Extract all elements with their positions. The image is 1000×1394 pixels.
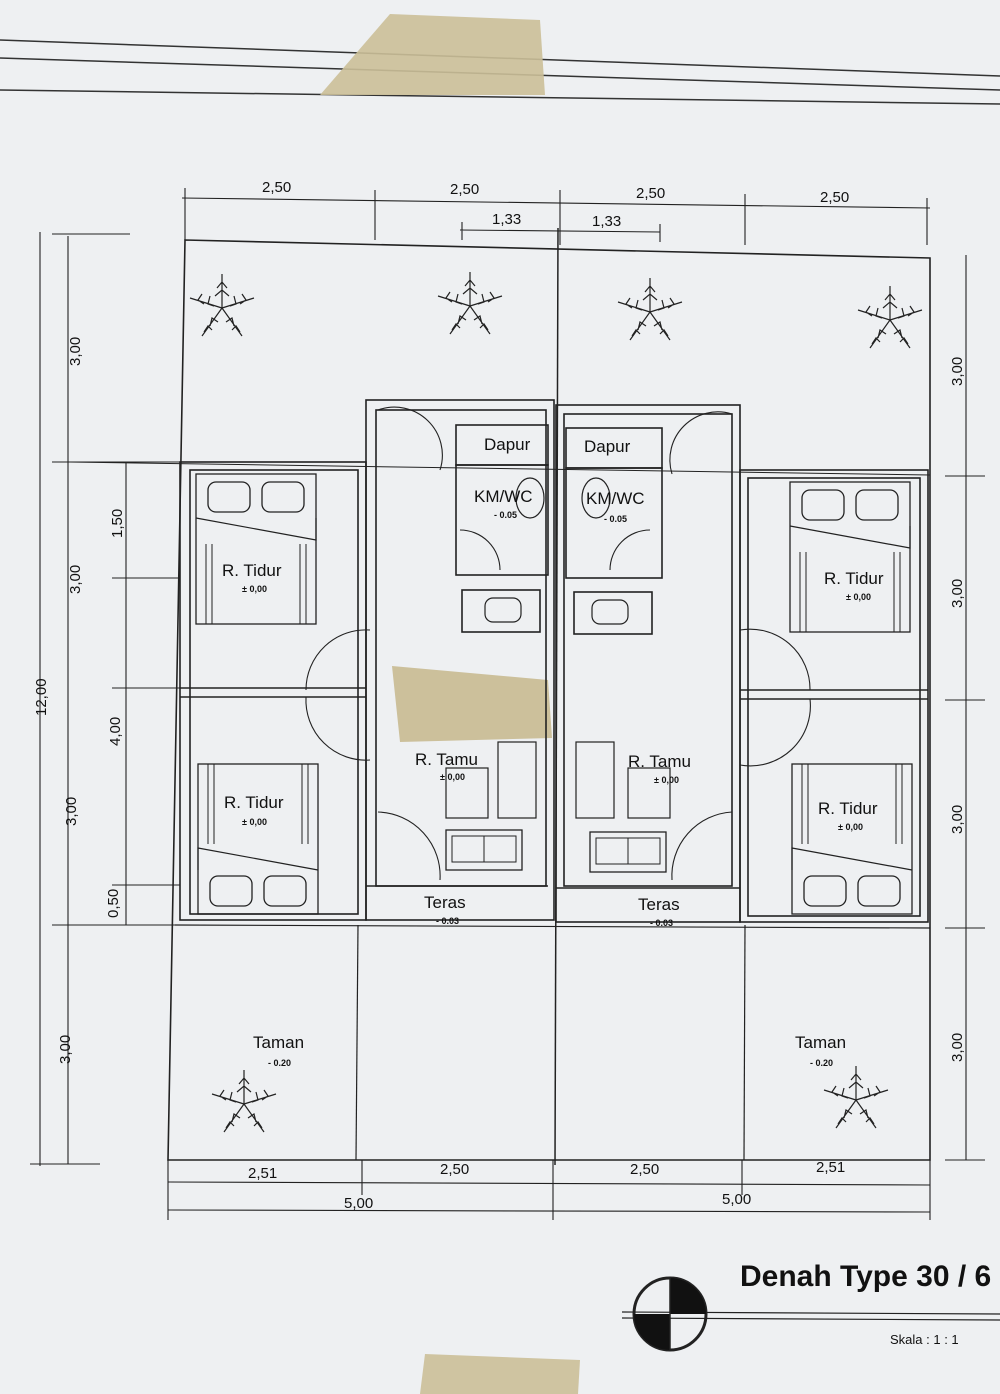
level-tidur-top-left: ± 0,00: [242, 584, 267, 594]
tape-bottom: [420, 1354, 580, 1394]
north-arrow-icon: [632, 1276, 708, 1352]
level-tamu-left: ± 0,00: [440, 772, 465, 782]
dim-bottom-total-1: 5,00: [344, 1195, 373, 1212]
drawing-title: Denah Type 30 / 6: [740, 1260, 991, 1293]
label-taman-right: Taman: [795, 1033, 846, 1052]
label-teras-left: Teras: [424, 893, 466, 912]
dim-left-inner-3: 0,50: [105, 889, 122, 918]
dim-right-2: 3,00: [949, 579, 966, 608]
dim-right-1: 3,00: [949, 357, 966, 386]
left-house-walls: [179, 399, 555, 921]
tape-top: [320, 14, 545, 95]
label-tamu-left: R. Tamu: [415, 750, 478, 769]
level-kmwc-left: - 0.05: [494, 510, 517, 520]
dim-bottom-1: 2,51: [248, 1165, 277, 1182]
dim-top-2: 2,50: [450, 181, 479, 198]
dim-bottom-2: 2,50: [440, 1161, 469, 1178]
level-taman-right: - 0.20: [810, 1058, 833, 1068]
level-teras-right: - 0.03: [650, 918, 673, 928]
tape-middle: [392, 666, 552, 742]
living-room-furniture: [445, 741, 671, 819]
label-tidur-bottom-right: R. Tidur: [818, 799, 878, 818]
dim-left-mid-4: 3,00: [57, 1035, 74, 1064]
dim-right-3: 3,00: [949, 805, 966, 834]
level-kmwc-right: - 0.05: [604, 514, 627, 524]
room-labels: Dapur Dapur KM/WC KM/WC - 0.05 - 0.05 R.…: [222, 435, 884, 1068]
site-plan: [69, 227, 931, 1166]
level-tamu-right: ± 0,00: [654, 775, 679, 785]
dim-bottom-3: 2,50: [630, 1161, 659, 1178]
door-swings: [305, 406, 811, 881]
level-taman-left: - 0.20: [268, 1058, 291, 1068]
label-kmwc-left: KM/WC: [474, 487, 533, 506]
label-tidur-top-left: R. Tidur: [222, 561, 282, 580]
dim-right-4: 3,00: [949, 1033, 966, 1062]
dim-top-inner-1: 1,33: [492, 211, 521, 228]
label-teras-right: Teras: [638, 895, 680, 914]
label-taman-left: Taman: [253, 1033, 304, 1052]
scale-label: Skala : 1 : 1: [890, 1332, 959, 1347]
dim-left-outer: 12,00: [33, 678, 50, 716]
dim-top-1: 2,50: [262, 179, 291, 196]
level-tidur-bottom-left: ± 0,00: [242, 817, 267, 827]
dim-left-inner-1: 1,50: [109, 509, 126, 538]
label-tamu-right: R. Tamu: [628, 752, 691, 771]
label-tidur-bottom-left: R. Tidur: [224, 793, 284, 812]
dim-left-inner-2: 4,00: [107, 717, 124, 746]
dimension-labels: 2,50 2,50 2,50 2,50 1,33 1,33 2,51 2,50 …: [33, 179, 966, 1212]
level-teras-left: - 0.03: [436, 916, 459, 926]
dim-top-inner-2: 1,33: [592, 213, 621, 230]
right-house-walls: [555, 404, 929, 923]
dim-top-3: 2,50: [636, 185, 665, 202]
dim-left-mid-1: 3,00: [67, 337, 84, 366]
label-dapur-left: Dapur: [484, 435, 531, 454]
dim-bottom-total-2: 5,00: [722, 1191, 751, 1208]
level-tidur-top-right: ± 0,00: [846, 592, 871, 602]
level-tidur-bottom-right: ± 0,00: [838, 822, 863, 832]
dim-left-mid-2: 3,00: [67, 565, 84, 594]
dim-top-4: 2,50: [820, 189, 849, 206]
dim-left-mid-3: 3,00: [63, 797, 80, 826]
label-dapur-right: Dapur: [584, 437, 631, 456]
toilet-fixtures: [484, 477, 629, 625]
dimension-lines: [30, 188, 985, 1220]
dim-bottom-4: 2,51: [816, 1159, 845, 1176]
title-block: Denah Type 30 / 6 Skala : 1 : 1: [621, 1260, 1000, 1352]
label-tidur-top-right: R. Tidur: [824, 569, 884, 588]
label-kmwc-right: KM/WC: [586, 489, 645, 508]
